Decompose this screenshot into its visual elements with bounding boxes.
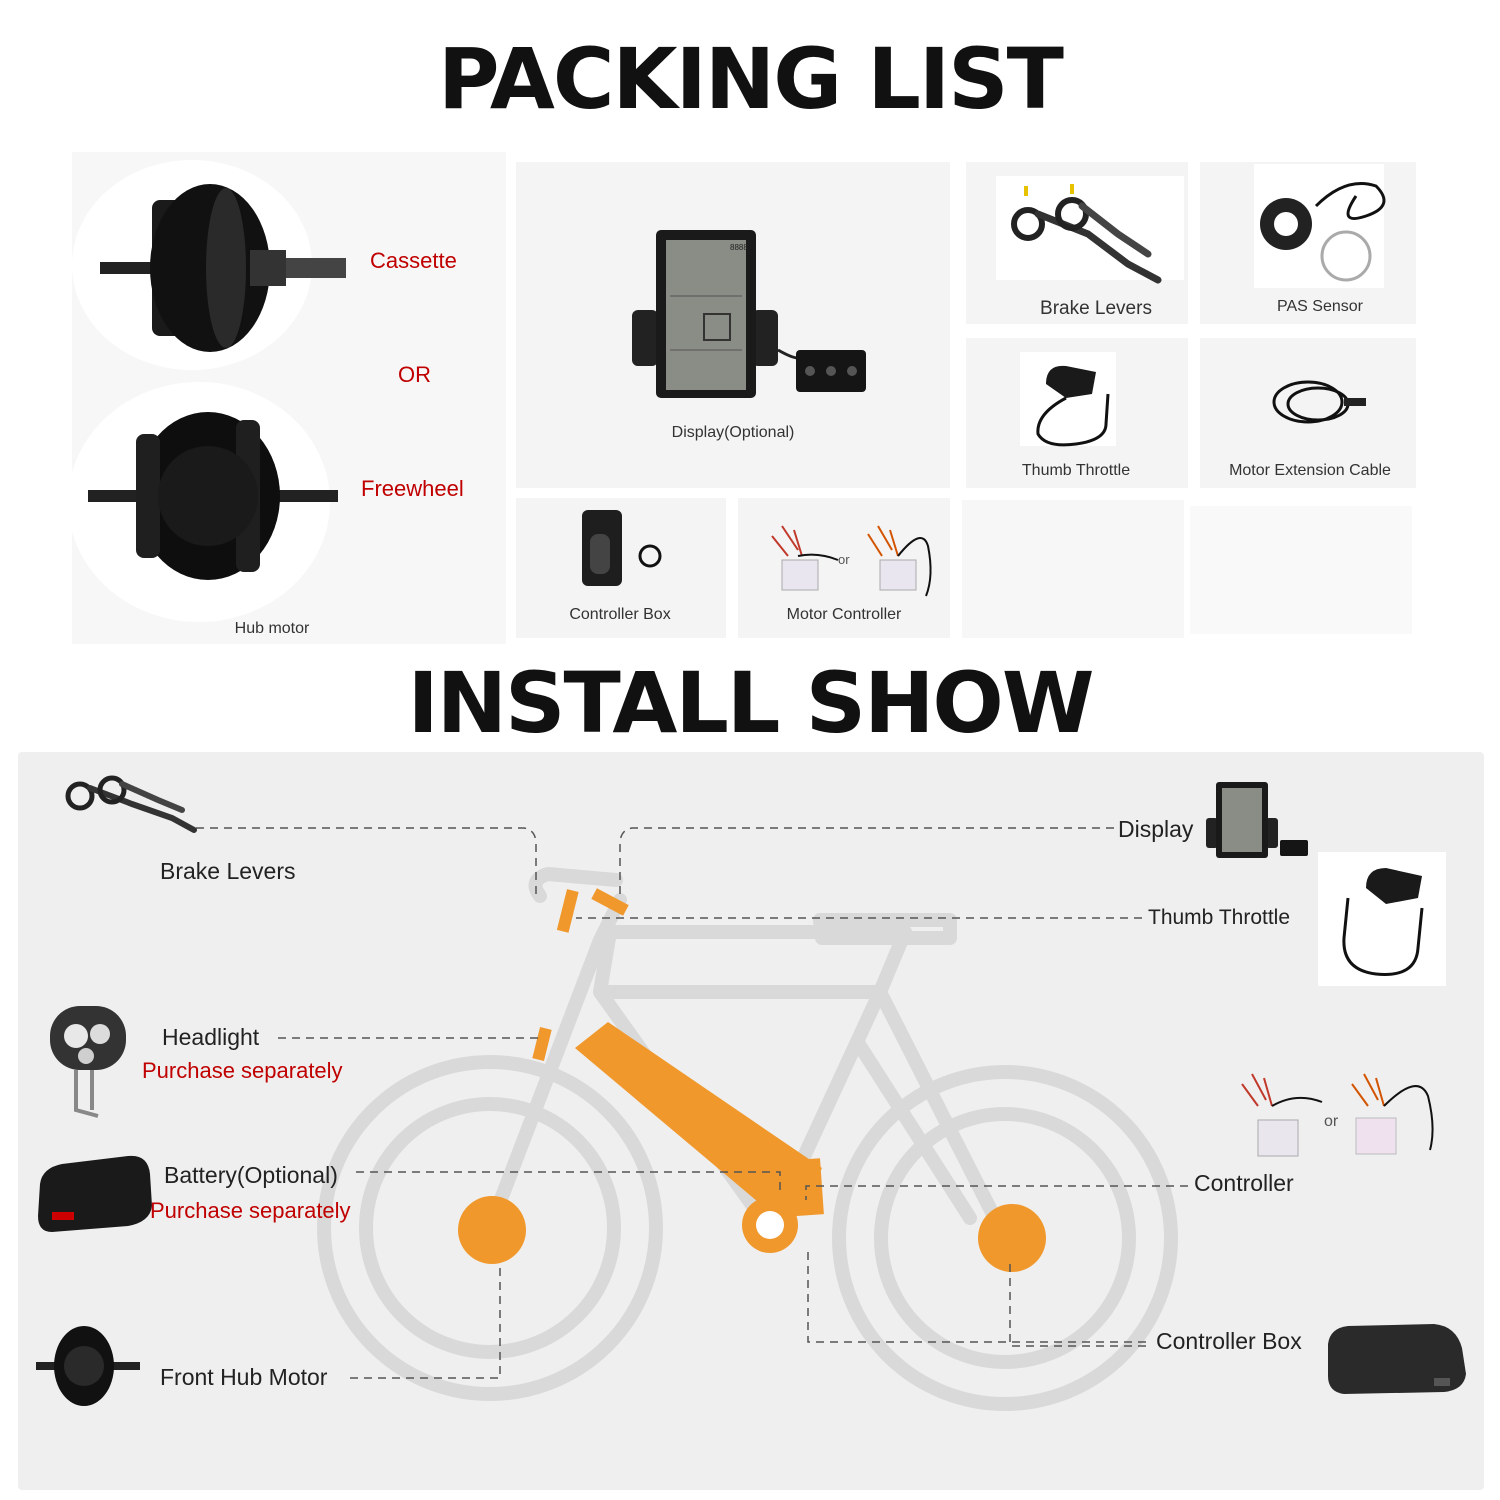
motor-controller-or: or — [838, 552, 850, 567]
display-screen-digits: 8888 — [730, 243, 748, 252]
battery-icon — [38, 1155, 152, 1232]
extension-cable-image — [1272, 380, 1366, 424]
display-icon — [1206, 782, 1308, 858]
front-hub-motor-icon — [36, 1326, 140, 1406]
install-headlight-label: Headlight — [162, 1024, 260, 1050]
install-throttle-label: Thumb Throttle — [1148, 906, 1291, 929]
thumb-throttle-image — [1036, 365, 1110, 447]
motor-controller-caption: Motor Controller — [786, 606, 902, 623]
brake-levers-caption: Brake Levers — [1040, 298, 1152, 319]
headlight-icon — [50, 1006, 126, 1118]
display-caption: Display(Optional) — [671, 424, 795, 441]
or-label: OR — [398, 362, 431, 387]
controller-icon: or — [1241, 1073, 1434, 1157]
hub-motor-tile: Cassette OR Freewheel Hub motor — [68, 152, 506, 644]
display-image: 8888 — [632, 230, 866, 398]
extension-cable-tile: Motor Extension Cable — [1200, 338, 1416, 488]
cassette-hub-motor-image — [100, 184, 346, 352]
thumb-throttle-icon — [1342, 868, 1424, 976]
thumb-throttle-tile: Thumb Throttle — [966, 338, 1188, 488]
battery-purchase-note: Purchase separately — [150, 1198, 351, 1223]
pas-sensor-caption: PAS Sensor — [1277, 298, 1363, 315]
pas-sensor-tile: PAS Sensor — [1200, 162, 1416, 324]
install-front-hub-label: Front Hub Motor — [160, 1364, 328, 1390]
motor-controller-tile: or Motor Controller — [738, 498, 950, 638]
install-brake-label: Brake Levers — [160, 858, 296, 884]
install-controller-or: or — [1324, 1113, 1339, 1130]
freewheel-hub-motor-image — [88, 412, 338, 580]
extension-cable-caption: Motor Extension Cable — [1229, 462, 1391, 479]
controller-box-image — [582, 510, 662, 586]
brake-levers-image — [1011, 184, 1162, 284]
controller-box-icon — [1328, 1324, 1466, 1394]
empty-tile — [962, 500, 1184, 638]
empty-tile — [1190, 506, 1412, 634]
headlight-purchase-note: Purchase separately — [142, 1058, 343, 1083]
thumb-throttle-caption: Thumb Throttle — [1021, 462, 1131, 479]
motor-controller-image: or — [771, 525, 932, 597]
install-battery-label: Battery(Optional) — [164, 1162, 338, 1188]
freewheel-label: Freewheel — [361, 476, 464, 501]
controller-box-tile: Controller Box — [516, 498, 726, 638]
pas-sensor-image — [1260, 182, 1386, 282]
brake-levers-tile: Brake Levers — [966, 162, 1188, 324]
install-show-title: INSTALL SHOW — [407, 654, 1095, 752]
hub-motor-caption: Hub motor — [234, 620, 310, 637]
controller-box-caption: Controller Box — [569, 606, 671, 623]
packing-list-title: PACKING LIST — [438, 30, 1064, 128]
cassette-label: Cassette — [370, 248, 457, 273]
install-display-label: Display — [1118, 816, 1194, 842]
install-controller-box-label: Controller Box — [1156, 1328, 1302, 1354]
install-controller-label: Controller — [1194, 1170, 1294, 1196]
display-tile: 8888 Display(Optional) — [516, 162, 950, 488]
brake-levers-icon — [65, 775, 197, 833]
